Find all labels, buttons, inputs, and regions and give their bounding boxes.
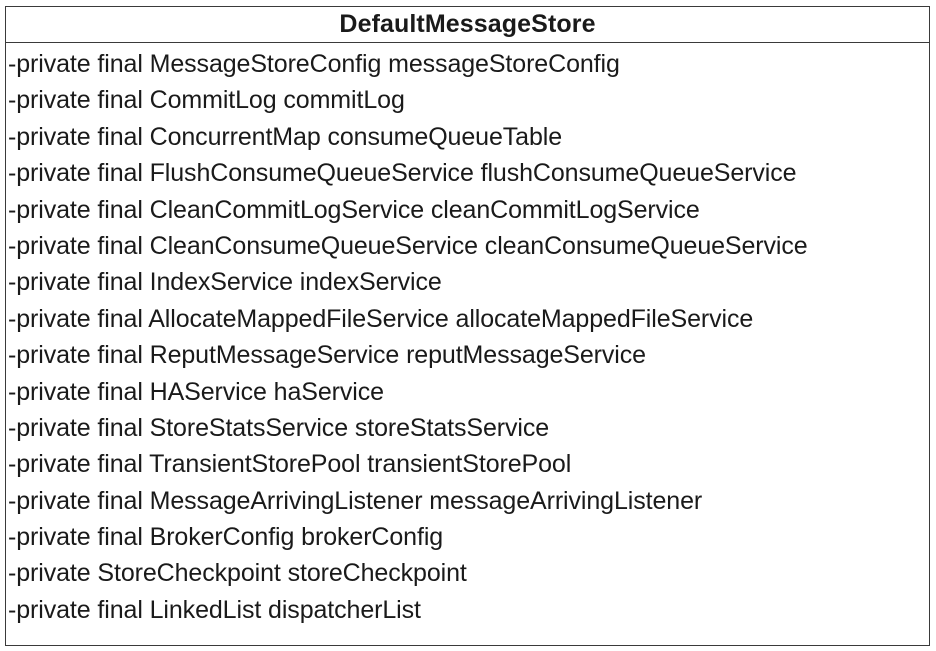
attribute-ha-service: -private final HAService haService (8, 377, 384, 406)
attribute-message-arriving-listener: -private final MessageArrivingListener m… (8, 486, 703, 515)
attribute-message-store-config: -private final MessageStoreConfig messag… (8, 50, 620, 78)
attribute-dispatcher-list: -private final LinkedList dispatcherList (8, 595, 421, 624)
attribute-list: -private final MessageStoreConfig messag… (6, 43, 929, 628)
attribute-reput-message-service: -private final ReputMessageService reput… (8, 341, 646, 370)
attribute-consume-queue-table: -private final ConcurrentMap consumeQueu… (8, 122, 563, 151)
attribute-clean-consume-queue-service: -private final CleanConsumeQueueService … (8, 231, 808, 260)
attribute-broker-config: -private final BrokerConfig brokerConfig (8, 523, 444, 552)
class-name: DefaultMessageStore (6, 7, 929, 43)
attribute-clean-commit-log-service: -private final CleanCommitLogService cle… (8, 195, 700, 224)
attribute-commit-log: -private final CommitLog commitLog (8, 86, 405, 115)
attribute-transient-store-pool: -private final TransientStorePool transi… (8, 450, 572, 479)
attribute-flush-consume-queue-service: -private final FlushConsumeQueueService … (8, 159, 797, 188)
attribute-store-stats-service: -private final StoreStatsService storeSt… (8, 413, 550, 442)
attribute-index-service: -private final IndexService indexService (8, 268, 442, 297)
attribute-allocate-mapped-file-service: -private final AllocateMappedFileService… (8, 304, 754, 333)
uml-class-box: DefaultMessageStore -private final Messa… (5, 6, 930, 646)
attribute-store-checkpoint: -private StoreCheckpoint storeCheckpoint (8, 559, 467, 588)
